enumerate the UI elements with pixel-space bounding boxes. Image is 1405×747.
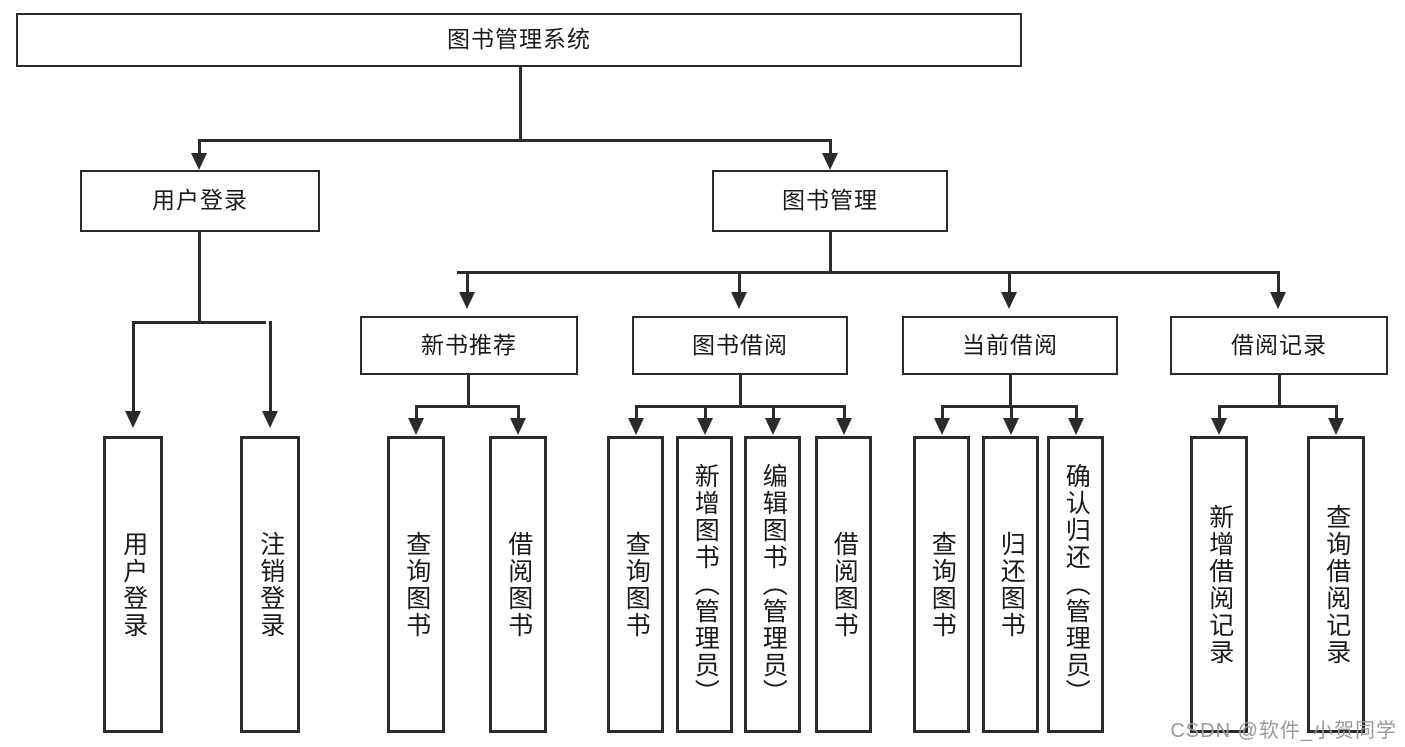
connector-drop-leaf-logout (269, 321, 272, 421)
leaf-label: 查询图书 (402, 530, 431, 639)
connector-user-login-trunk (198, 232, 201, 323)
leaf-label: 注销登录 (256, 530, 285, 639)
arrowhead-leaf-logout (262, 411, 278, 428)
arrowhead-leaf-user-login (125, 411, 141, 428)
arrowhead-user-login (191, 153, 207, 170)
leaf-cb-query-book[interactable]: 查询图书 (913, 436, 970, 733)
arrowhead-br-add (1211, 418, 1227, 435)
node-book-management[interactable]: 图书管理 (712, 170, 948, 232)
connector-drop-current-borrow (1008, 271, 1011, 303)
leaf-bb-lend-book[interactable]: 借阅图书 (815, 436, 872, 733)
arrowhead-current-borrow (1001, 292, 1017, 309)
connector-drop-bb-lend (843, 405, 846, 423)
node-new-book-recommend[interactable]: 新书推荐 (360, 316, 578, 375)
leaf-label: 查询图书 (928, 530, 957, 639)
connector-drop-book-management (829, 139, 832, 165)
connector-drop-bb-add (704, 405, 707, 423)
connector-current-borrow-trunk (1009, 375, 1012, 407)
leaf-user-login[interactable]: 用户登录 (103, 436, 163, 733)
csdn-watermark: CSDN @软件_小贺同学 (1170, 720, 1397, 742)
arrowhead-borrow-record (1270, 292, 1286, 309)
connector-drop-br-query (1335, 405, 1338, 423)
arrowhead-new-book (459, 292, 475, 309)
leaf-nb-query-book[interactable]: 查询图书 (387, 436, 445, 733)
connector-book-management-trunk (829, 232, 832, 274)
node-label: 当前借阅 (962, 331, 1058, 358)
leaf-label: 用户登录 (119, 530, 148, 639)
node-borrow-record[interactable]: 借阅记录 (1170, 316, 1388, 375)
node-label: 用户登录 (152, 187, 248, 214)
arrowhead-book-borrow (731, 292, 747, 309)
connector-drop-bb-query (635, 405, 638, 423)
node-book-borrow[interactable]: 图书借阅 (632, 316, 848, 375)
leaf-label: 查询借阅记录 (1322, 503, 1351, 666)
node-label: 新书推荐 (421, 331, 517, 358)
connector-borrow-record-trunk (1278, 375, 1281, 407)
connector-current-borrow-bar (941, 405, 1078, 408)
leaf-label: 借阅图书 (830, 530, 859, 639)
arrowhead-nb-borrow (510, 418, 526, 435)
connector-drop-br-add (1218, 405, 1221, 423)
connector-drop-nb-query (415, 405, 418, 423)
connector-drop-user-login (198, 139, 201, 165)
arrowhead-cb-return (1003, 418, 1019, 435)
connector-drop-cb-query (941, 405, 944, 423)
connector-root-trunk (519, 67, 522, 140)
connector-drop-bb-edit (772, 405, 775, 423)
leaf-bb-add-book[interactable]: 新增图书（管理员） (676, 436, 733, 733)
node-current-borrow[interactable]: 当前借阅 (902, 316, 1118, 375)
arrowhead-bb-lend (836, 418, 852, 435)
node-user-login[interactable]: 用户登录 (80, 170, 320, 232)
leaf-label: 借阅图书 (504, 530, 533, 639)
connector-new-book-trunk (467, 375, 470, 407)
connector-user-login-bar (132, 321, 266, 324)
arrowhead-br-query (1328, 418, 1344, 435)
node-label: 图书管理 (782, 187, 878, 214)
connector-book-borrow-bar (635, 405, 846, 408)
connector-book-borrow-trunk (739, 375, 742, 407)
leaf-label: 归还图书 (997, 530, 1026, 639)
arrowhead-nb-query (408, 418, 424, 435)
connector-drop-leaf-user-login (132, 321, 135, 421)
node-label: 图书借阅 (692, 331, 788, 358)
arrowhead-bb-add (697, 418, 713, 435)
leaf-cb-confirm-return[interactable]: 确认归还（管理员） (1047, 436, 1104, 733)
leaf-label: 新增借阅记录 (1205, 503, 1234, 666)
arrowhead-bb-edit (765, 418, 781, 435)
connector-drop-new-book (466, 271, 469, 303)
node-label: 借阅记录 (1231, 331, 1327, 358)
connector-drop-cb-return (1010, 405, 1013, 423)
leaf-br-add-record[interactable]: 新增借阅记录 (1190, 436, 1248, 733)
connector-drop-nb-borrow (517, 405, 520, 423)
arrowhead-book-management (822, 153, 838, 170)
connector-drop-book-borrow (738, 271, 741, 303)
node-label: 图书管理系统 (447, 26, 591, 53)
connector-new-book-bar (415, 405, 520, 408)
connector-book-management-bar (457, 271, 1280, 274)
leaf-label: 查询图书 (622, 530, 651, 639)
leaf-nb-borrow-book[interactable]: 借阅图书 (489, 436, 547, 733)
arrowhead-cb-query (934, 418, 950, 435)
connector-root-bar (198, 139, 832, 142)
leaf-logout[interactable]: 注销登录 (240, 436, 300, 733)
leaf-bb-query-book[interactable]: 查询图书 (607, 436, 664, 733)
connector-borrow-record-bar (1218, 405, 1338, 408)
connector-drop-borrow-record (1277, 271, 1280, 303)
leaf-label: 新增图书（管理员） (691, 463, 720, 706)
leaf-cb-return-book[interactable]: 归还图书 (982, 436, 1039, 733)
leaf-br-query-record[interactable]: 查询借阅记录 (1307, 436, 1365, 733)
leaf-label: 确认归还（管理员） (1062, 463, 1091, 706)
leaf-label: 编辑图书（管理员） (759, 463, 788, 706)
arrowhead-cb-confirm (1068, 418, 1084, 435)
node-root-book-management-system[interactable]: 图书管理系统 (16, 13, 1022, 67)
arrowhead-bb-query (628, 418, 644, 435)
connector-drop-cb-confirm (1075, 405, 1078, 423)
leaf-bb-edit-book[interactable]: 编辑图书（管理员） (744, 436, 801, 733)
